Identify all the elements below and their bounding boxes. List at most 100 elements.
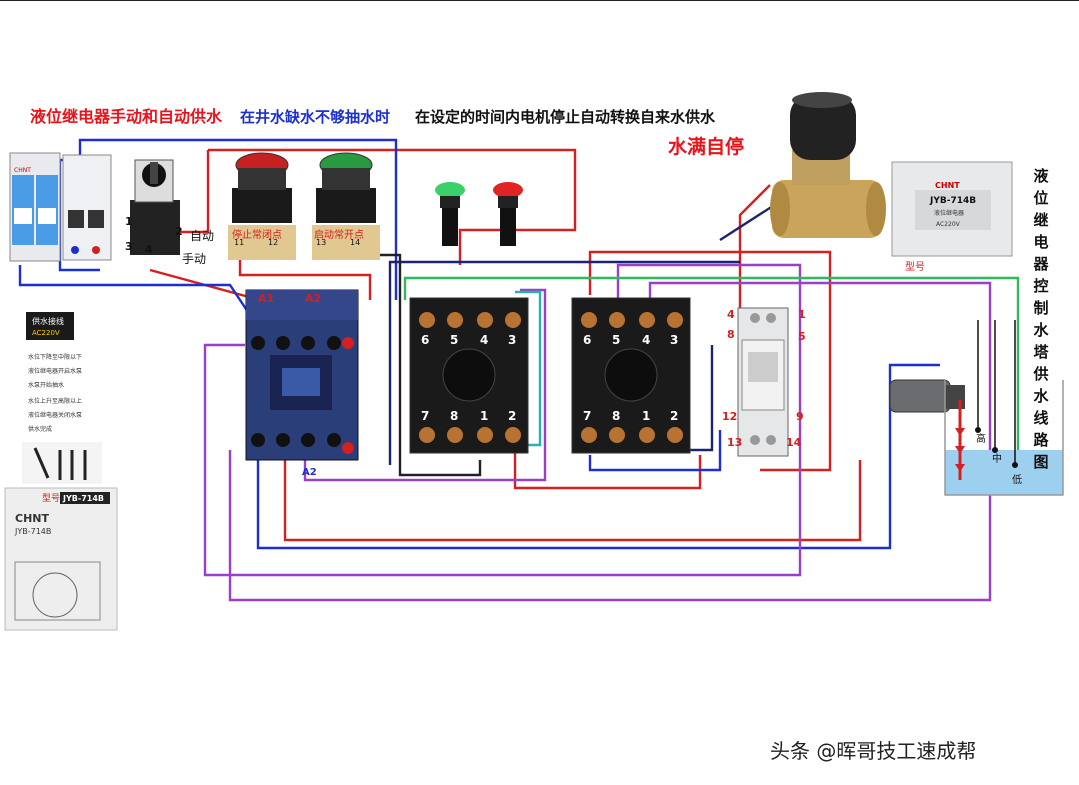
svg-text:CHNT: CHNT <box>935 181 960 190</box>
base1-top-3: 3 <box>508 333 516 347</box>
wire-red-base <box>513 450 702 490</box>
level-mid: 中 <box>992 452 1002 465</box>
sel-label-4: 4 <box>145 243 153 256</box>
water-tank <box>944 320 1064 496</box>
legend-step: 液位继电器关闭水泵 <box>28 412 83 419</box>
sel-label-2: 2 <box>175 225 183 238</box>
wire-purple-3 <box>203 263 802 577</box>
watermark: 头条 @晖哥技工速成帮 <box>770 739 977 763</box>
level-relay-terminals: 4 1 8 5 12 9 13 14 <box>722 308 806 449</box>
base2-bottom-3: 2 <box>670 409 678 423</box>
solenoid-valve <box>770 92 886 238</box>
title-main: 液位继电器手动和自动供水 <box>30 107 223 126</box>
start-button <box>312 152 380 260</box>
stop-button <box>228 152 296 260</box>
model-card: JYB-714B 型号 CHNT JYB-714B <box>4 487 118 631</box>
relay-base-2 <box>571 297 691 454</box>
base2-bottom-1: 8 <box>612 409 620 423</box>
start-14: 14 <box>350 238 360 247</box>
svg-text:JYB-714B: JYB-714B <box>929 196 976 206</box>
svg-text:AC220V: AC220V <box>936 221 961 228</box>
wire-red-bottom <box>283 445 862 542</box>
wire-blue-down <box>256 363 940 550</box>
lr-14: 14 <box>786 436 802 449</box>
base1-bottom-2: 1 <box>480 409 488 423</box>
lr-12: 12 <box>722 410 737 423</box>
level-relay-module <box>737 307 789 457</box>
base1-top-1: 5 <box>450 333 458 347</box>
base1-top-0: 6 <box>421 333 429 347</box>
legend-step: 水位下降至中限以下 <box>28 354 83 361</box>
base1-top-2: 4 <box>480 333 488 347</box>
label-manual: 手动 <box>182 252 206 266</box>
lr-13: 13 <box>727 436 742 449</box>
wire-red-top <box>208 148 577 265</box>
indicator-green <box>435 182 465 246</box>
label-auto: 自动 <box>190 229 214 243</box>
vertical-title: 液位 继电 器控 制水 塔供 水线 路图 <box>1033 167 1049 471</box>
top-border <box>0 0 1079 1</box>
circuit-breaker-1: CHNT <box>9 152 61 262</box>
lr-4: 4 <box>727 308 735 321</box>
base1-bottom-3: 2 <box>508 409 516 423</box>
legend-step: 供水完成 <box>28 426 53 433</box>
relay-base-1 <box>409 297 529 454</box>
title-blue: 在井水缺水不够抽水时 <box>240 108 391 126</box>
sel-label-3: 3 <box>125 240 133 253</box>
legend-step: 水泵开始抽水 <box>28 382 65 389</box>
base2-top-2: 4 <box>642 333 650 347</box>
wire-red-valve <box>738 184 771 330</box>
indicator-red <box>493 182 523 246</box>
lr-9: 9 <box>796 410 804 423</box>
base2-top-0: 6 <box>583 333 591 347</box>
svg-text:型号: 型号 <box>42 493 60 504</box>
contactor-a2-bottom: A2 <box>302 467 317 478</box>
level-low: 低 <box>1012 473 1022 486</box>
base2-bottom-0: 7 <box>583 409 591 423</box>
legend-step: 液位继电器开启水泵 <box>28 368 83 375</box>
wire-black-1 <box>360 253 482 477</box>
base1-labels: 6 5 4 3 7 8 1 2 <box>421 333 516 423</box>
level-relay-photo: CHNT JYB-714B 液位继电器 AC220V <box>891 161 1013 257</box>
probes-photo <box>22 442 102 484</box>
stop-11: 11 <box>234 238 244 247</box>
label-start-no: 启动常开点 <box>314 228 364 241</box>
base2-bottom-2: 1 <box>642 409 650 423</box>
supply-legend-card: 供水接线 AC220V <box>26 312 74 340</box>
pump-motor <box>889 379 965 413</box>
contactor-a1: A1 <box>258 292 274 305</box>
wire-blue-left <box>18 265 261 331</box>
svg-text:JYB-714B: JYB-714B <box>14 527 51 536</box>
title-full: 水满自停 <box>668 136 745 158</box>
label-stop-nc: 停止常闭点 <box>232 228 282 241</box>
wire-green-1 <box>403 276 1020 465</box>
sel-label-1: 1 <box>125 215 133 228</box>
lr-1: 1 <box>798 308 806 321</box>
circuit-breaker-2 <box>62 154 112 261</box>
wire-blue-base <box>588 430 722 472</box>
svg-text:JYB-714B: JYB-714B <box>62 494 104 503</box>
contactor <box>245 289 359 461</box>
wire-purple-2 <box>303 288 547 482</box>
stop-12: 12 <box>268 238 278 247</box>
base1-bottom-1: 8 <box>450 409 458 423</box>
wire-red-relay <box>588 250 832 472</box>
lr-8: 8 <box>727 328 735 341</box>
model-tag: 型号 <box>905 260 925 273</box>
base2-labels: 6 5 4 3 7 8 1 2 <box>583 333 678 423</box>
base2-top-1: 5 <box>612 333 620 347</box>
lr-5: 5 <box>798 330 806 343</box>
start-13: 13 <box>316 238 326 247</box>
selector-switch <box>130 159 180 255</box>
title-black: 在设定的时间内电机停止自动转换自来水供水 <box>415 108 716 126</box>
base1-bottom-0: 7 <box>421 409 429 423</box>
wire-red-mid <box>238 250 372 300</box>
legend-step: 水位上升至高限以上 <box>28 398 83 405</box>
svg-text:CHNT: CHNT <box>14 167 31 174</box>
svg-text:液位继电器: 液位继电器 <box>934 209 964 217</box>
contactor-a2: A2 <box>305 292 321 305</box>
svg-text:AC220V: AC220V <box>32 329 60 337</box>
level-high: 高 <box>976 432 986 445</box>
svg-text:CHNT: CHNT <box>15 512 49 525</box>
